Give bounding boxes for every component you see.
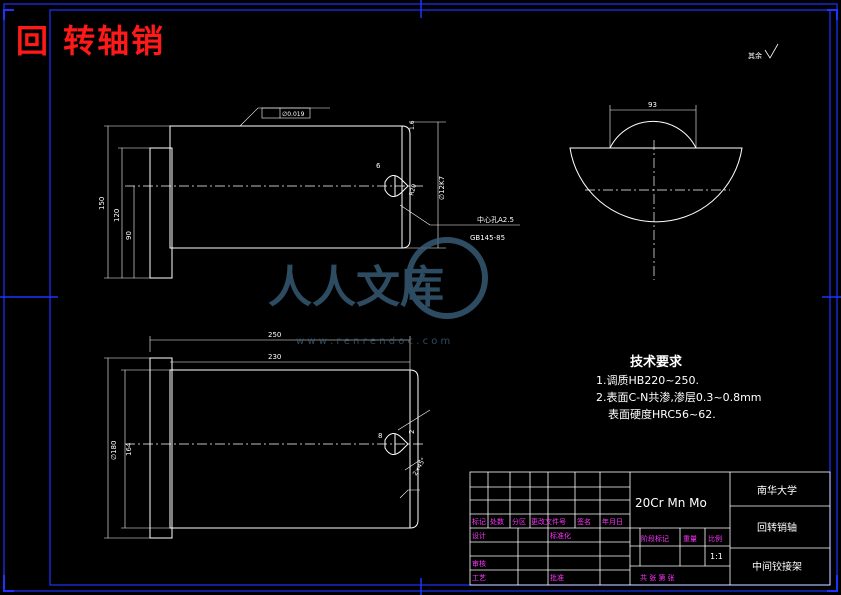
dim-120: 120 [113,209,121,222]
label-sheets: 共 张 第 张 [640,573,675,582]
dim-250: 250 [268,331,281,339]
title-block [469,471,831,586]
top-view [104,107,520,279]
watermark-text: 人人文库 [268,262,444,313]
centre-hole-std: GB145-85 [470,234,505,242]
label-count: 处数 [490,517,504,526]
part-name-text: 回转销轴 [757,521,797,534]
svg-text:其余: 其余 [748,51,762,60]
tech-req-title: 技术要求 [630,355,683,370]
dim-164: 164 [125,442,133,456]
label-mark: 标记 [472,517,486,526]
dim-230: 230 [268,353,281,361]
dim-6: 6 [376,162,381,170]
label-ratio: 比例 [708,534,722,543]
drawing-title: 回 转轴销 [16,22,166,60]
dim-d180: ∅180 [110,441,118,460]
label-sign: 签名 [577,517,591,526]
watermark: 人人文库 w w w . r e n r e n d o c . c o m [268,237,488,347]
label-process: 工艺 [472,574,486,582]
roughness-right: 1.6 [409,120,416,130]
tech-req-line-2: 2.表面C-N共渗,渗层0.3~0.8mm [596,391,762,404]
label-stage: 阶段标记 [641,534,669,543]
label-std: 标准化 [550,531,571,540]
scale-text: 1:1 [710,552,723,561]
watermark-url: w w w . r e n r e n d o c . c o m [296,336,450,347]
side-view [569,105,743,280]
material-text: 20Cr Mn Mo [635,496,707,510]
label-review: 审核 [472,559,486,568]
school-text: 南华大学 [757,484,797,497]
tolerance-frame: ∅0.019 [282,111,305,118]
centre-hole-label: 中心孔A2.5 [477,215,514,224]
dim-r20: R20 [408,183,418,196]
label-weight: 重量 [683,535,697,543]
tech-req-line-3: 表面硬度HRC56~62. [608,408,716,421]
roughness-note: 其余 [748,43,779,60]
tech-req-line-1: 1.调质HB220~250. [596,374,700,387]
label-approve: 批准 [550,573,564,582]
dim-93: 93 [648,101,657,109]
label-design: 设计 [472,531,486,540]
assembly-text: 中间铰接架 [752,560,802,573]
top-view-labels: 150 120 90 ∅0.019 6 R20 ∅12K7 1.6 中心孔A2.… [98,111,514,242]
label-doc: 更改文件号 [531,517,566,526]
dim-2: 2 [408,430,416,434]
label-date: 年月日 [602,517,623,526]
label-zone: 分区 [512,517,526,526]
dim-90: 90 [125,231,133,240]
dim-bore: ∅12K7 [438,176,446,200]
dim-8: 8 [378,432,382,440]
bottom-view [104,336,431,539]
title-block-text: 20Cr Mn Mo 南华大学 回转销轴 中间铰接架 1:1 标记 处数 分区 … [472,484,802,582]
dim-150: 150 [98,197,106,210]
